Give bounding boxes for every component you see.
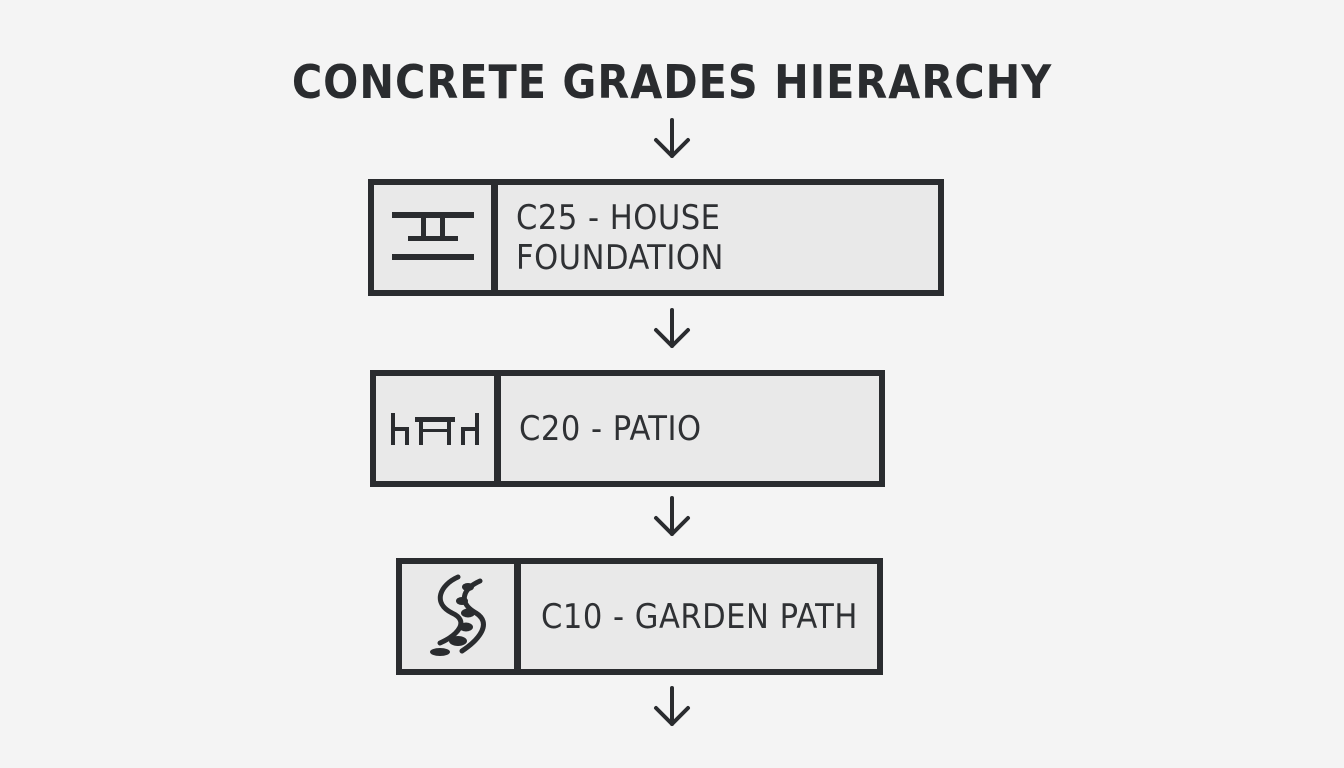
grade-label: C25 - HOUSE FOUNDATION	[516, 197, 724, 278]
garden-path-icon	[418, 573, 498, 661]
grade-label: C10 - GARDEN PATH	[541, 596, 858, 637]
patio-furniture-icon	[387, 405, 483, 453]
foundation-icon	[388, 206, 478, 270]
grade-box-c25: C25 - HOUSE FOUNDATION	[368, 179, 944, 296]
down-arrow-icon	[652, 308, 692, 352]
grade-box-icon-cell	[376, 376, 501, 481]
grade-box-c20: C20 - PATIO	[370, 370, 885, 487]
down-arrow-icon	[652, 686, 692, 730]
down-arrow-icon	[652, 496, 692, 540]
grade-box-icon-cell	[402, 564, 521, 669]
grade-label: C20 - PATIO	[519, 408, 702, 449]
grade-box-c10: C10 - GARDEN PATH	[396, 558, 883, 675]
grade-box-icon-cell	[374, 185, 498, 290]
down-arrow-icon	[652, 118, 692, 162]
diagram-title: CONCRETE GRADES HIERARCHY	[291, 55, 1053, 109]
